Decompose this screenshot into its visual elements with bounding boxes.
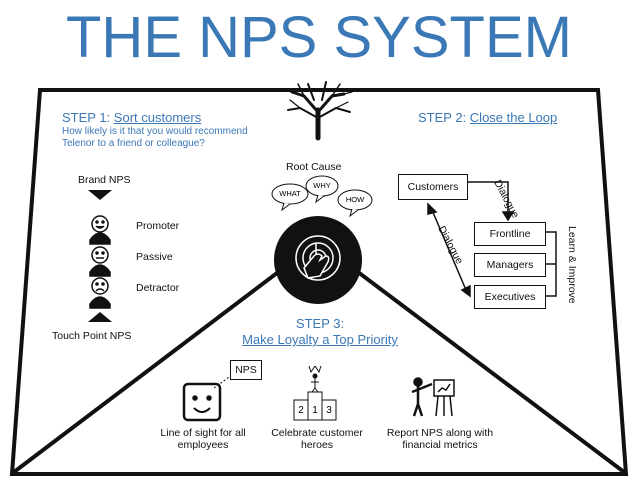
podium-3: 3 (326, 405, 332, 416)
podium-2: 2 (298, 405, 304, 416)
page-title: THE NPS SYSTEM (66, 5, 572, 70)
nps-box: NPS (230, 360, 262, 380)
loop-arrows (427, 181, 557, 298)
detractor-label: Detractor (136, 282, 180, 294)
root-tree-icon (283, 81, 353, 141)
what-bubble-text: WHAT (279, 189, 301, 198)
why-bubble-text: WHY (313, 181, 331, 190)
item3-line1: Report NPS along with (386, 427, 494, 439)
step3-link-wrap: Make Loyalty a Top Priority (200, 332, 440, 347)
passive-label: Passive (136, 251, 173, 263)
passive-face-icon (89, 246, 111, 277)
celebrate-caption: Celebrate customer heroes (262, 427, 372, 451)
down-arrow-icon (88, 190, 112, 200)
trophy-person-icon (308, 365, 322, 393)
step2-prefix: STEP 2: (418, 110, 470, 125)
line-of-sight-caption: Line of sight for all employees (148, 427, 258, 451)
brand-nps-label: Brand NPS (78, 174, 131, 186)
step3-link[interactable]: Make Loyalty a Top Priority (242, 332, 398, 347)
step1-prefix: STEP 1: (62, 110, 114, 125)
item1-line2: employees (177, 439, 229, 451)
item2-line2: heroes (300, 439, 334, 451)
promoter-label: Promoter (136, 220, 180, 232)
detractor-face-icon (89, 277, 111, 309)
managers-box: Managers (474, 253, 546, 277)
step1-link[interactable]: Sort customers (113, 110, 202, 125)
podium-icon (293, 391, 337, 421)
smiley-box-icon (182, 382, 222, 422)
item2-line1: Celebrate customer (271, 427, 363, 439)
what-bubble (271, 183, 309, 212)
why-bubble (305, 175, 339, 204)
how-bubble-text: HOW (345, 195, 365, 204)
outer-frame (9, 88, 629, 476)
step1-question-line2: Telenor to a friend or colleague? (62, 138, 205, 149)
promoter-face-icon (89, 215, 111, 245)
step1-question: How likely is it that you would recommen… (62, 126, 248, 150)
step1-question-line1: How likely is it that you would recommen… (62, 126, 248, 137)
step1-heading: STEP 1: Sort customers (62, 110, 201, 125)
step2-heading: STEP 2: Close the Loop (418, 110, 557, 125)
podium-1: 1 (312, 405, 318, 416)
frontline-box: Frontline (474, 222, 546, 246)
root-cause-label: Root Cause (286, 161, 342, 173)
step3-heading: STEP 3: (295, 316, 345, 331)
up-arrow-icon (88, 312, 112, 322)
how-bubble (337, 189, 373, 218)
touch-point-nps-label: Touch Point NPS (52, 330, 132, 342)
learn-improve-label: Learn & Improve (566, 226, 578, 304)
report-caption: Report NPS along with financial metrics (380, 427, 500, 451)
target-touch-icon (274, 216, 362, 304)
executives-box: Executives (474, 285, 546, 309)
step2-link[interactable]: Close the Loop (469, 110, 558, 125)
item3-line2: financial metrics (402, 439, 478, 451)
nps-pointer-line (213, 371, 237, 389)
presenter-chart-icon (411, 377, 455, 417)
item1-line1: Line of sight for all (160, 427, 246, 439)
customers-box: Customers (398, 174, 468, 200)
